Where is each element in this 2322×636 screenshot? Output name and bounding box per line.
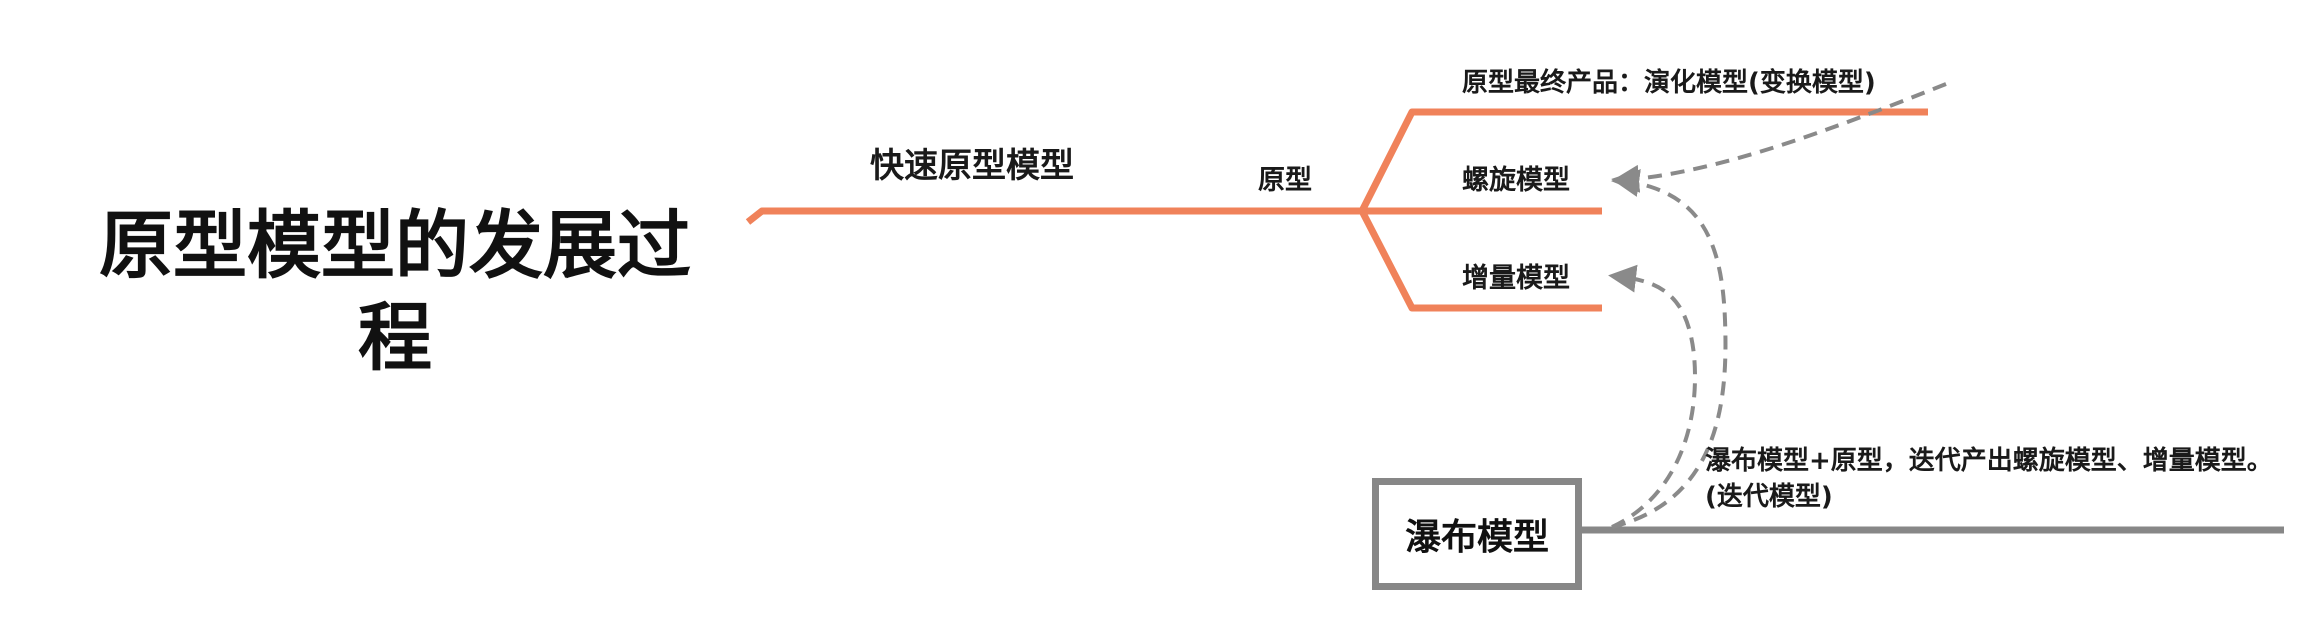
branch-label-final-product: 原型最终产品：演化模型(变换模型) xyxy=(1462,68,1876,98)
branch-label-rapid-prototype: 快速原型模型 xyxy=(870,146,1074,186)
main-branch-line xyxy=(745,207,1362,225)
dashed-arrow-waterfall-to-incremental xyxy=(1608,264,1697,529)
dashed-arrow-waterfall-to-spiral xyxy=(1611,169,1728,529)
root-title: 原型模型的发展过程 xyxy=(99,203,691,381)
branch-label-spiral: 螺旋模型 xyxy=(1462,165,1570,196)
branch-label-incremental: 增量模型 xyxy=(1462,263,1570,294)
waterfall-node-label: 瀑布模型 xyxy=(1404,517,1549,558)
dashed-arrow-final-to-spiral xyxy=(1611,82,1947,193)
waterfall-note: 瀑布模型+原型，迭代产出螺旋模型、增量模型。(迭代模型) xyxy=(1705,446,2273,512)
branch-line-incremental xyxy=(1358,209,1602,312)
branch-line-final-product xyxy=(1358,108,1928,213)
branch-label-prototype: 原型 xyxy=(1258,165,1312,196)
waterfall-node[interactable]: 瀑布模型 xyxy=(1372,478,1582,590)
